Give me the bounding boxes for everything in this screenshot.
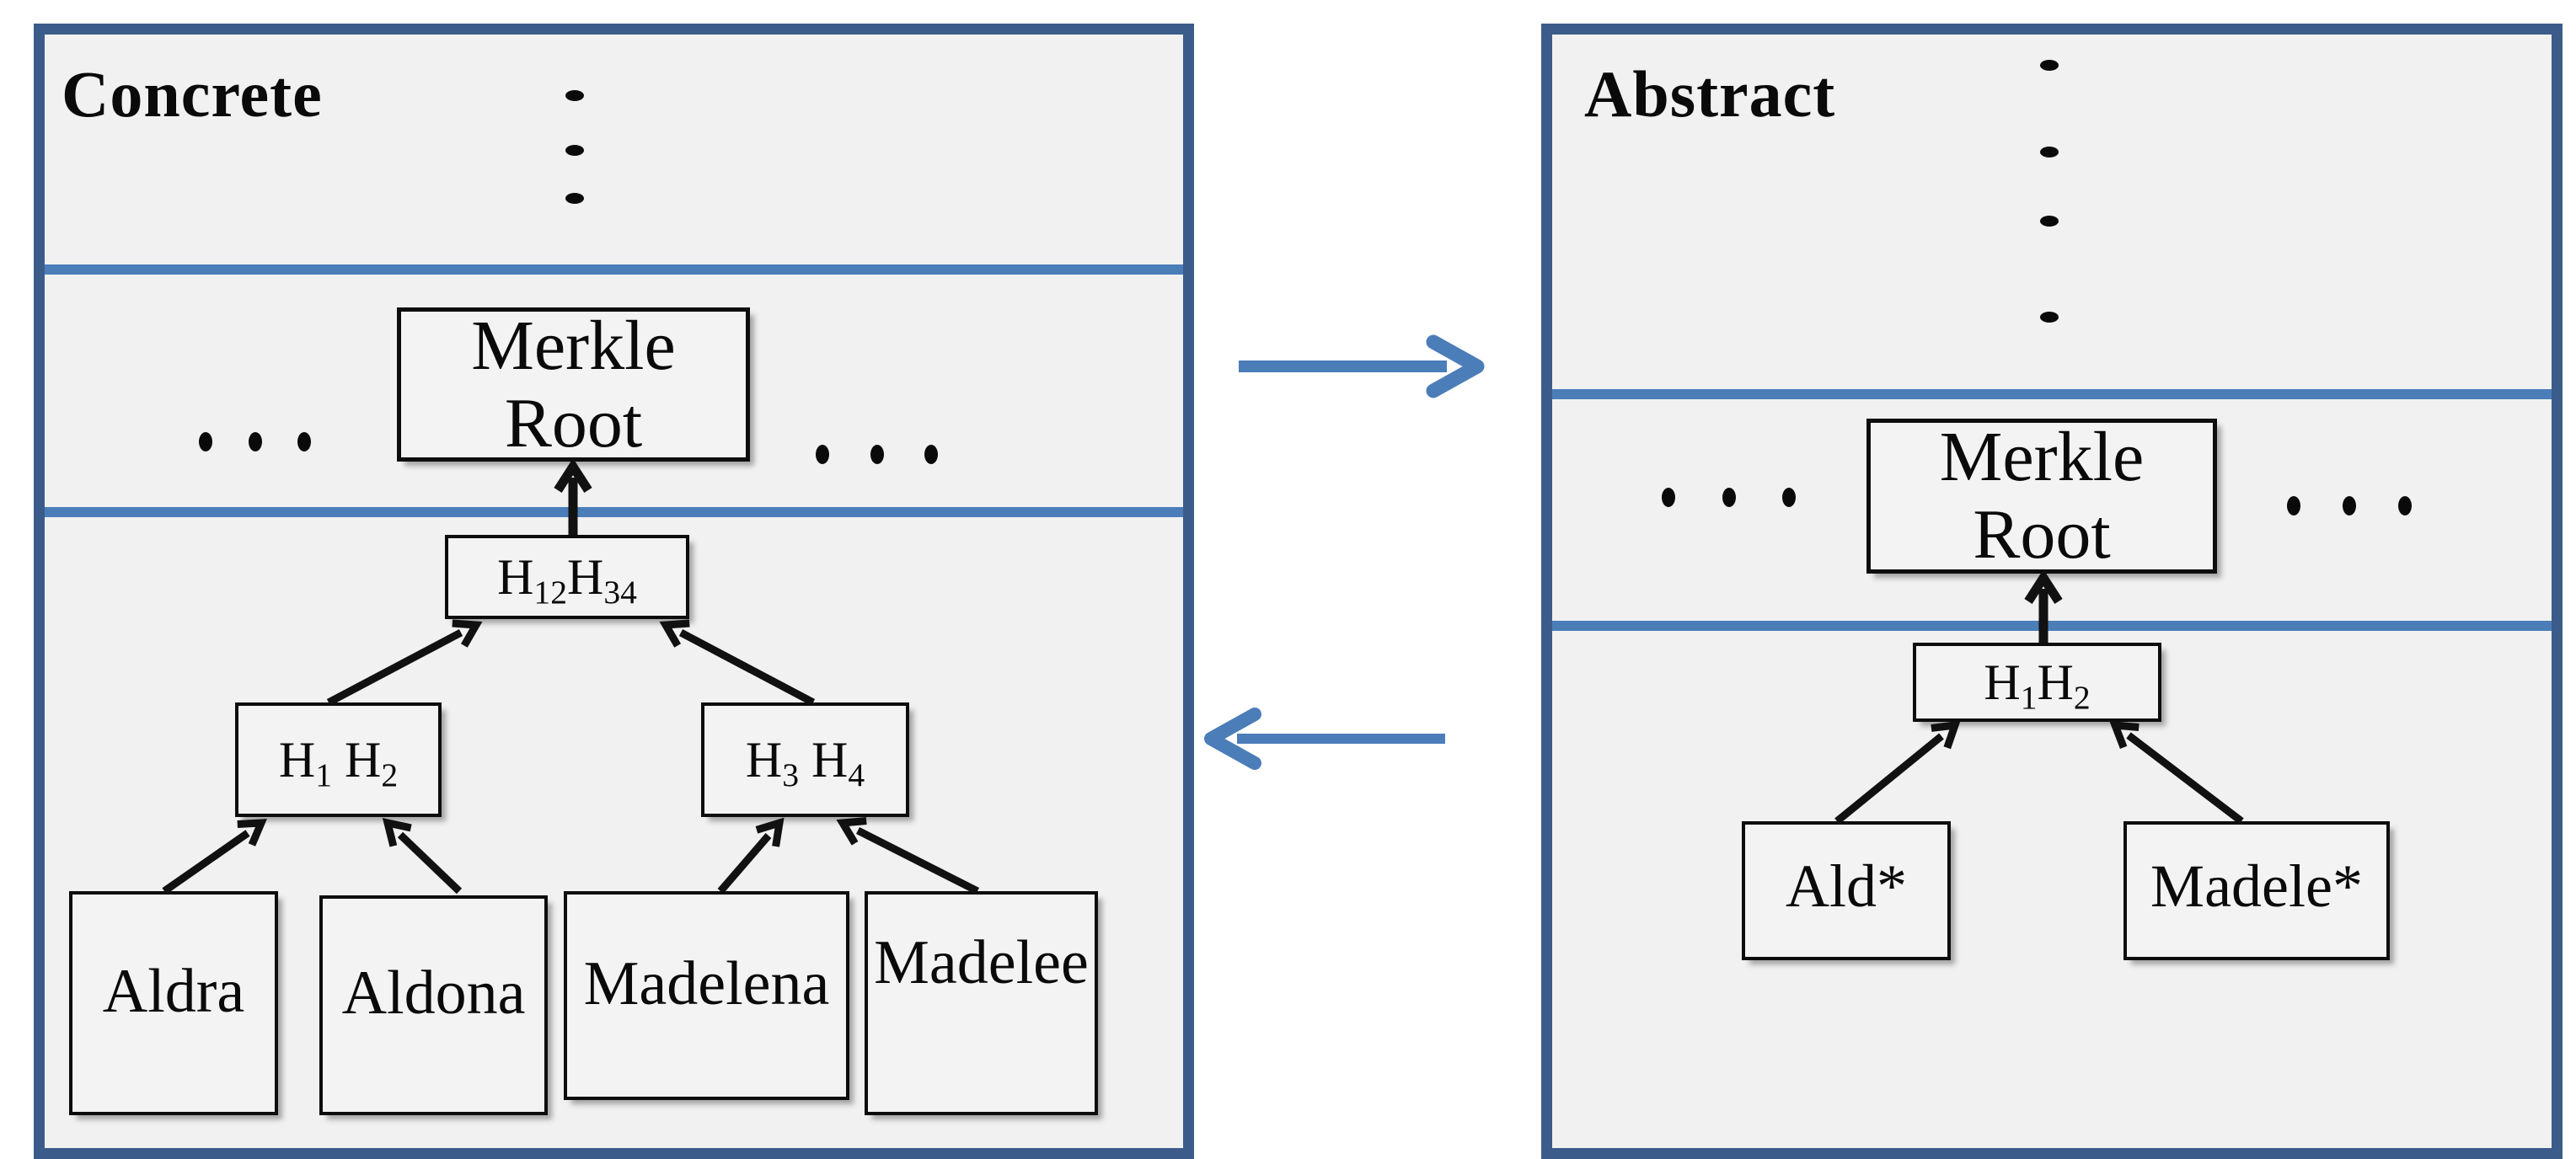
- hash-node-label: H1H2: [1984, 654, 2091, 716]
- hash-node-h12h34: H12H34: [445, 535, 689, 619]
- arrow-ald-to-h1h2: [1834, 720, 1961, 825]
- arrow-aldona-to-h1h2: [382, 818, 463, 895]
- panel-mapping-arrows: [1204, 334, 1485, 770]
- hash-node-label: H1 H2: [278, 731, 399, 793]
- dot-icon: [2040, 312, 2059, 323]
- dot-icon: [1662, 488, 1675, 507]
- vertical-ellipsis-icon: [565, 35, 584, 220]
- hash-node-h3h4: H3 H4: [701, 702, 909, 817]
- merkle-root-node: Merkle Root: [1866, 419, 2217, 574]
- arrow-madele-to-h1h2: [2109, 720, 2244, 825]
- dot-icon: [297, 432, 311, 451]
- dot-icon: [2040, 60, 2059, 71]
- merkle-root-label-line1: Merkle: [471, 306, 676, 385]
- dot-icon: [924, 445, 938, 464]
- dot-icon: [565, 145, 584, 156]
- hash-node-label: H12H34: [497, 548, 637, 611]
- hash-node-h1h2: H1H2: [1913, 643, 2161, 722]
- abstract-tree-arrows: [1834, 569, 2244, 825]
- arrow-madelee-to-h3h4: [836, 817, 980, 895]
- merkle-root-label-line1: Merkle: [1939, 418, 2145, 496]
- dot-icon: [2343, 496, 2356, 515]
- arrow-aldra-to-h1h2: [162, 819, 267, 895]
- leaf-node-madelena: Madelena: [564, 891, 849, 1100]
- merkle-root-label-line2: Root: [1973, 495, 2111, 574]
- concrete-panel-title: Concrete: [62, 57, 323, 131]
- dot-icon: [2287, 496, 2300, 515]
- arrow-to-merkle-root: [2024, 569, 2063, 643]
- horizontal-ellipsis-icon: [2287, 496, 2412, 515]
- concrete-panel: Concrete Merkle Root H12H34 H1 H2: [34, 24, 1194, 1159]
- dot-icon: [870, 445, 884, 464]
- dot-icon: [565, 90, 584, 101]
- dot-icon: [565, 193, 584, 204]
- horizontal-ellipsis-icon: [816, 445, 938, 464]
- hash-node-h1h2: H1 H2: [235, 702, 442, 817]
- arrow-madelena-to-h3h4: [717, 817, 785, 894]
- abstract-panel: Abstract Merkle Root H1H2 Ald* Madele*: [1541, 24, 2563, 1159]
- section-divider-line: [45, 264, 1183, 275]
- leaf-node-madelee: Madelee: [865, 891, 1098, 1115]
- leaf-node-aldra: Aldra: [69, 891, 278, 1115]
- dot-icon: [2040, 216, 2059, 227]
- dot-icon: [199, 432, 212, 451]
- arrow-to-merkle-root: [554, 457, 592, 535]
- dot-icon: [248, 432, 262, 451]
- dot-icon: [1722, 488, 1736, 507]
- left-arrow-icon: [1204, 708, 1445, 770]
- dot-icon: [816, 445, 829, 464]
- horizontal-ellipsis-icon: [1662, 488, 1796, 507]
- arrow-h3h4-to-h12h34: [659, 619, 816, 706]
- section-divider-line: [45, 507, 1183, 517]
- dot-icon: [2040, 147, 2059, 158]
- vertical-ellipsis-icon: [2040, 35, 2059, 338]
- abstract-panel-title: Abstract: [1584, 57, 1836, 131]
- leaf-node-aldona: Aldona: [319, 895, 548, 1115]
- merkle-root-node: Merkle Root: [397, 307, 750, 462]
- horizontal-ellipsis-icon: [199, 432, 311, 451]
- leaf-node-madele-star: Madele*: [2123, 821, 2390, 960]
- arrow-h1h2-to-h12h34: [326, 619, 483, 706]
- section-divider-line: [1552, 621, 2552, 631]
- leaf-node-ald-star: Ald*: [1742, 821, 1951, 960]
- concrete-tree-arrows: [162, 457, 980, 895]
- section-divider-line: [1552, 389, 2552, 399]
- right-arrow-icon: [1239, 334, 1485, 398]
- hash-node-label: H3 H4: [745, 731, 865, 793]
- dot-icon: [2398, 496, 2412, 515]
- dot-icon: [1782, 488, 1796, 507]
- merkle-root-label-line2: Root: [504, 383, 643, 462]
